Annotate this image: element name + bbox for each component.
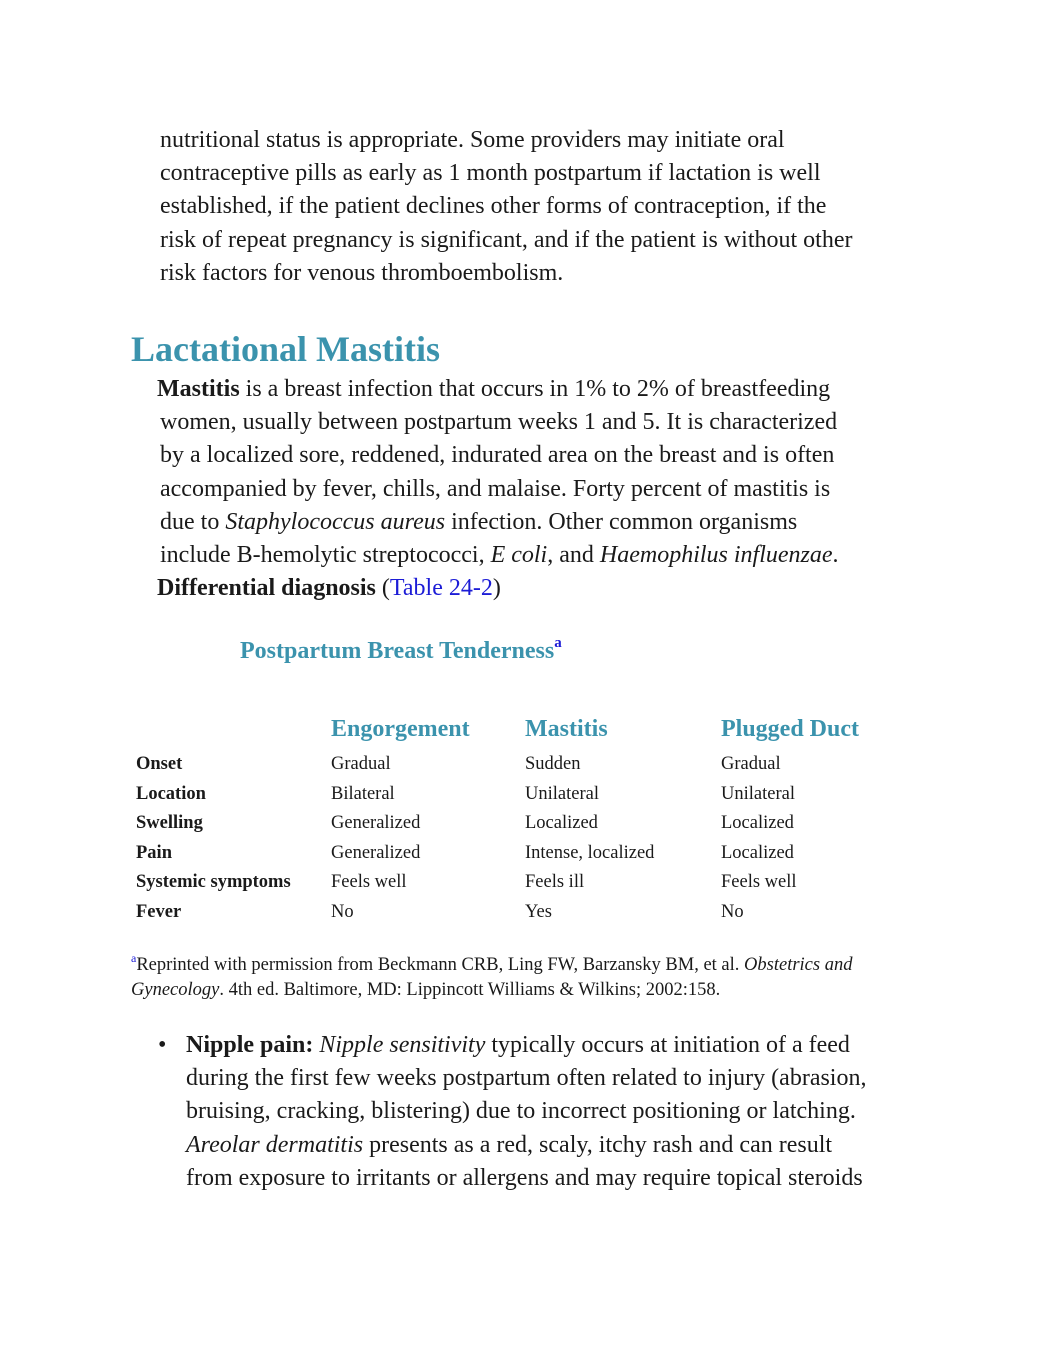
table-cell: Generalized: [331, 842, 421, 863]
mastitis-line: accompanied by fever, chills, and malais…: [160, 475, 831, 502]
organism-name: E coli: [490, 542, 548, 569]
organism-name: Haemophilus influenzae: [599, 542, 833, 569]
table-row: Swelling Generalized Localized Localized: [136, 809, 921, 839]
intro-line: contraceptive pills as early as 1 month …: [160, 160, 821, 187]
table-cell: Feels ill: [525, 872, 585, 893]
mastitis-line: by a localized sore, reddened, indurated…: [160, 442, 835, 469]
table-cell: Intense, localized: [525, 842, 655, 863]
column-header-engorgement: Engorgement: [331, 716, 470, 742]
differential-diagnosis-label: Differential diagnosis: [157, 575, 376, 602]
intro-line: risk factors for venous thromboembolism.: [160, 259, 564, 286]
column-header: [136, 716, 331, 750]
table-cell: Bilateral: [331, 783, 395, 804]
mastitis-term: Mastitis: [157, 376, 240, 402]
bullet-list: • Nipple pain: Nipple sensitivity typica…: [158, 1029, 930, 1195]
table-cell: Unilateral: [525, 783, 599, 804]
column-header-plugged-duct: Plugged Duct: [721, 716, 859, 742]
text-run: , and: [547, 542, 600, 569]
text-run: due to: [160, 508, 226, 535]
table-cell: Gradual: [721, 754, 781, 775]
bullet-line: bruising, cracking, blistering) due to i…: [186, 1098, 856, 1125]
text-run: typically occurs at initiation of a feed: [485, 1032, 850, 1058]
row-label: Systemic symptoms: [136, 872, 291, 893]
text-run: presents as a red, scaly, itchy rash and…: [363, 1131, 833, 1158]
table-cell: Localized: [525, 813, 598, 834]
table-cell: Unilateral: [721, 783, 795, 804]
footnote-text: . 4th ed. Baltimore, MD: Lippincott Will…: [219, 980, 721, 1000]
bullet-line: during the first few weeks postpartum of…: [186, 1065, 867, 1092]
mastitis-line: due to Staphylococcus aureus infection. …: [157, 506, 917, 539]
table-cell: Localized: [721, 842, 794, 863]
table-title: Postpartum Breast Tendernessa: [240, 634, 562, 668]
text-run: ): [492, 575, 501, 602]
differential-diagnosis-line: Differential diagnosis (Table 24-2): [157, 572, 917, 605]
table-cell: Sudden: [525, 754, 581, 775]
text-run: .: [832, 542, 839, 569]
footnote-text: Reprinted with permission from Beckmann …: [136, 955, 745, 975]
intro-line: established, if the patient declines oth…: [160, 193, 827, 220]
bullet-line: Areolar dermatitis presents as a red, sc…: [186, 1129, 930, 1162]
table-cell: Feels well: [721, 872, 797, 893]
mastitis-paragraph: Mastitis is a breast infection that occu…: [157, 373, 917, 605]
table-cell: Localized: [721, 813, 794, 834]
term-emphasis: Areolar dermatitis: [186, 1131, 364, 1158]
list-item: • Nipple pain: Nipple sensitivity typica…: [158, 1029, 930, 1195]
table-row: Systemic symptoms Feels well Feels ill F…: [136, 868, 921, 898]
table-footnote-marker[interactable]: a: [554, 635, 562, 651]
book-title: Obstetrics and: [744, 955, 853, 975]
table-cell: Feels well: [331, 872, 407, 893]
table-row: Pain Generalized Intense, localized Loca…: [136, 839, 921, 869]
bullet-line: Nipple pain: Nipple sensitivity typicall…: [186, 1029, 930, 1062]
table-cell: Gradual: [331, 754, 391, 775]
table-cell: No: [721, 901, 744, 922]
row-label: Swelling: [136, 813, 203, 834]
table-row: Onset Gradual Sudden Gradual: [136, 750, 921, 780]
term-emphasis: Nipple sensitivity: [319, 1032, 486, 1058]
table-cell: Generalized: [331, 813, 421, 834]
row-label: Pain: [136, 842, 172, 863]
table-cell: No: [331, 901, 354, 922]
bullet-line: from exposure to irritants or allergens …: [186, 1164, 863, 1191]
row-label: Fever: [136, 901, 182, 922]
column-header-mastitis: Mastitis: [525, 716, 608, 742]
breast-tenderness-table: Engorgement Mastitis Plugged Duct Onset …: [136, 716, 921, 927]
intro-line: risk of repeat pregnancy is significant,…: [160, 226, 853, 253]
book-title: Gynecology: [131, 980, 220, 1000]
mastitis-line: Mastitis is a breast infection that occu…: [157, 373, 917, 406]
footnote-marker[interactable]: a: [131, 951, 137, 965]
bullet-label: Nipple pain:: [186, 1032, 314, 1058]
organism-name: Staphylococcus aureus: [225, 508, 446, 535]
table-header-row: Engorgement Mastitis Plugged Duct: [136, 716, 921, 750]
mastitis-line: women, usually between postpartum weeks …: [160, 409, 838, 436]
bullet-icon: •: [158, 1032, 167, 1058]
text-run: infection. Other common organisms: [445, 508, 798, 535]
row-label: Location: [136, 783, 206, 804]
table-title-text: Postpartum Breast Tenderness: [240, 638, 555, 664]
table-footnote: aReprinted with permission from Beckmann…: [131, 951, 911, 1003]
table-cell: Yes: [525, 901, 552, 922]
mastitis-line-text: is a breast infection that occurs in 1% …: [239, 376, 831, 402]
table-row: Fever No Yes No: [136, 898, 921, 928]
text-run: include B-hemolytic streptococci,: [160, 542, 491, 569]
intro-line: nutritional status is appropriate. Some …: [160, 127, 785, 153]
intro-paragraph: nutritional status is appropriate. Some …: [160, 124, 920, 290]
table-row: Location Bilateral Unilateral Unilateral: [136, 780, 921, 810]
mastitis-line: include B-hemolytic streptococci, E coli…: [157, 539, 917, 572]
text-run: (: [375, 575, 390, 602]
row-label: Onset: [136, 754, 183, 775]
table-24-2-link[interactable]: Table 24-2: [389, 575, 493, 602]
section-title: Lactational Mastitis: [131, 329, 440, 369]
